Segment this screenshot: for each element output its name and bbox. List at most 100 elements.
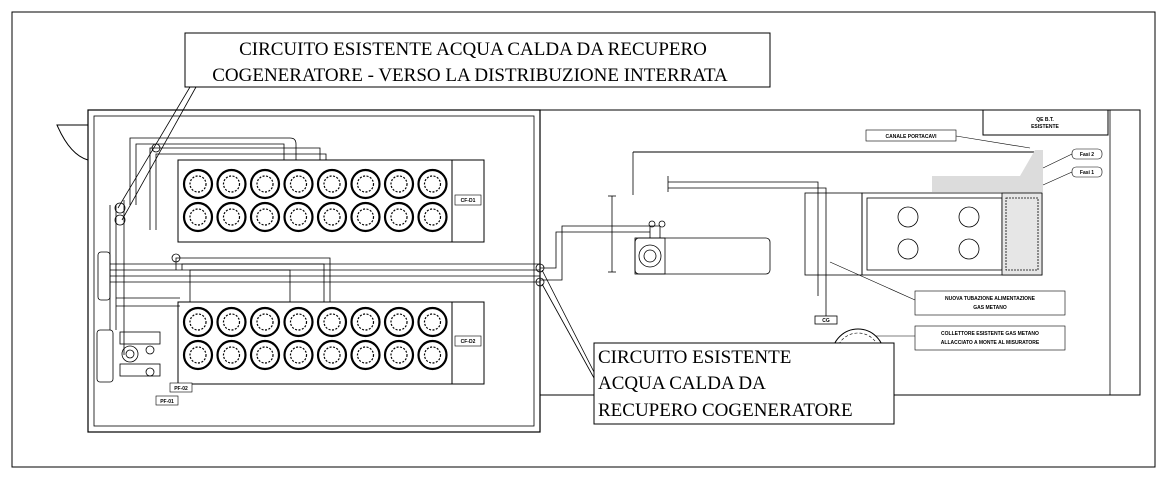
dry-cooler-2-fan-hub bbox=[423, 313, 442, 331]
pump-frame-1 bbox=[119, 331, 161, 345]
top-callout-line2: COGENERATORE - VERSO LA DISTRIBUZIONE IN… bbox=[212, 65, 728, 86]
dry-cooler-2-fan bbox=[417, 306, 448, 338]
dry-cooler-2-fan bbox=[283, 306, 314, 338]
dry-cooler-1-fan-hub bbox=[189, 175, 207, 193]
canale-leader bbox=[955, 135, 1031, 149]
container-section bbox=[804, 192, 863, 276]
dry-cooler-2-fan bbox=[216, 306, 247, 338]
cogen-fan-1 bbox=[897, 206, 919, 228]
dry-cooler-1-fan-hub bbox=[256, 175, 274, 193]
dry-cooler-1-fan-hub bbox=[189, 208, 207, 226]
collettore-callout-line2: ALLACCIATO A MONTE AL MISURATORE bbox=[941, 340, 1040, 346]
engine-head bbox=[634, 237, 666, 275]
dry-cooler-1-fan bbox=[216, 201, 247, 233]
pump-frame-2 bbox=[119, 363, 161, 377]
dry-cooler-2-fan bbox=[283, 339, 314, 371]
bottom-callout-line2: ACQUA CALDA DA bbox=[598, 373, 766, 394]
collettore-callout-line1: COLLETTORE ESISTENTE GAS METANO bbox=[941, 331, 1039, 337]
valve-5 bbox=[145, 345, 155, 355]
valve-6 bbox=[145, 367, 155, 377]
fase2-leader bbox=[1042, 153, 1073, 169]
canale-label: CANALE PORTACAVI bbox=[886, 134, 938, 140]
pump-body-1 bbox=[121, 345, 139, 363]
pump-2-tag: PF-02 bbox=[174, 386, 188, 392]
dry-cooler-2-fan-hub bbox=[256, 346, 274, 364]
canale-box bbox=[865, 129, 957, 142]
dry-cooler-2-fan-hub bbox=[189, 346, 207, 364]
gas-pipe-return bbox=[668, 187, 827, 296]
dry-cooler-2-fan bbox=[350, 306, 381, 338]
hot-water-piping bbox=[109, 137, 660, 355]
valve-8 bbox=[535, 277, 545, 287]
gas-callout-leader bbox=[829, 261, 916, 301]
dry-cooler-1-fan-hub bbox=[323, 175, 341, 193]
dry-cooler-1-fan bbox=[249, 201, 281, 233]
dry-cooler-2-fan bbox=[417, 339, 448, 371]
dry-cooler-2-fan bbox=[216, 339, 247, 371]
dry-cooler-2-tag-box bbox=[454, 335, 482, 347]
dry-cooler-2-fan-hub bbox=[323, 313, 341, 331]
awning-outline bbox=[56, 124, 89, 161]
dry-cooler-1-tag: CF-D1 bbox=[461, 198, 476, 204]
dry-cooler-2-fan-hub bbox=[289, 313, 308, 331]
pump-station bbox=[96, 143, 545, 383]
dry-cooler-1-fan bbox=[350, 201, 381, 233]
collector-vessel-2 bbox=[96, 329, 114, 383]
dry-cooler-1-fan bbox=[182, 168, 214, 200]
cogenerator-radiator bbox=[866, 197, 1003, 271]
dry-cooler-1-fan-hub bbox=[289, 208, 308, 226]
engine-flywheel bbox=[638, 244, 662, 268]
dry-cooler-1-fan bbox=[283, 168, 314, 200]
dry-cooler-2-fans bbox=[182, 306, 448, 371]
dry-cooler-2-fan bbox=[350, 339, 381, 371]
dry-cooler-1-fan bbox=[350, 168, 381, 200]
dry-cooler-2-fan-hub bbox=[356, 313, 375, 331]
dry-cooler-2-fan bbox=[182, 339, 214, 371]
dry-cooler-1-fan-hub bbox=[256, 208, 274, 226]
fase1-leader bbox=[1042, 171, 1073, 186]
dry-cooler-1-fan-hub bbox=[423, 175, 442, 193]
dry-cooler-1-fan bbox=[316, 168, 348, 200]
cogen-fan-4 bbox=[958, 238, 980, 260]
fase2-label: Fasi 2 bbox=[1080, 152, 1094, 158]
gas-callout-box bbox=[914, 290, 1066, 316]
dry-cooler-2-fan bbox=[182, 306, 214, 338]
gas-callout-line1: NUOVA TUBAZIONE ALIMENTAZIONE bbox=[945, 296, 1036, 302]
valve-7 bbox=[535, 263, 545, 273]
dry-cooler-1-fan bbox=[216, 168, 247, 200]
dry-cooler-1-fan-hub bbox=[390, 175, 408, 193]
dry-cooler-1-fan-hub bbox=[222, 208, 241, 226]
dry-cooler-2-fan bbox=[249, 339, 281, 371]
dry-cooler-1-fan-hub bbox=[390, 208, 408, 226]
dry-cooler-2-fan bbox=[383, 339, 415, 371]
cogenerator-area bbox=[608, 151, 1043, 325]
engine-block bbox=[634, 237, 771, 275]
valve-4 bbox=[171, 253, 181, 263]
cogen-fan-3 bbox=[897, 238, 919, 260]
dry-cooler-2-fan-hub bbox=[390, 346, 408, 364]
top-callout-leader-2 bbox=[121, 86, 197, 221]
dry-cooler-2-fan bbox=[316, 306, 348, 338]
meter-tag: CG bbox=[822, 318, 830, 324]
dry-cooler-2-fan-hub bbox=[390, 313, 408, 331]
drawing-frame bbox=[11, 11, 1156, 468]
pump-core-1 bbox=[125, 349, 135, 359]
gas-pipe-main bbox=[668, 181, 819, 296]
dry-cooler-2-fan-hub bbox=[189, 313, 207, 331]
dry-cooler-2-fan-hub bbox=[356, 346, 375, 364]
valve-2 bbox=[114, 214, 126, 226]
dry-cooler-2-fan-hub bbox=[289, 346, 308, 364]
dry-cooler-1-fan bbox=[249, 168, 281, 200]
exhaust-section bbox=[1001, 192, 1043, 276]
pump-1-tag: PF-01 bbox=[160, 399, 174, 405]
top-callout-leader-1 bbox=[117, 86, 191, 209]
dry-cooler-1-fan bbox=[417, 168, 448, 200]
dry-cooler-1-fan-hub bbox=[323, 208, 341, 226]
bottom-callout-line3: RECUPERO COGENERATORE bbox=[598, 400, 853, 421]
pump-2-tag-box bbox=[169, 382, 193, 393]
dry-cooler-1-fan bbox=[316, 201, 348, 233]
valve-9 bbox=[648, 220, 656, 228]
cable-tray-shading bbox=[932, 150, 1043, 192]
